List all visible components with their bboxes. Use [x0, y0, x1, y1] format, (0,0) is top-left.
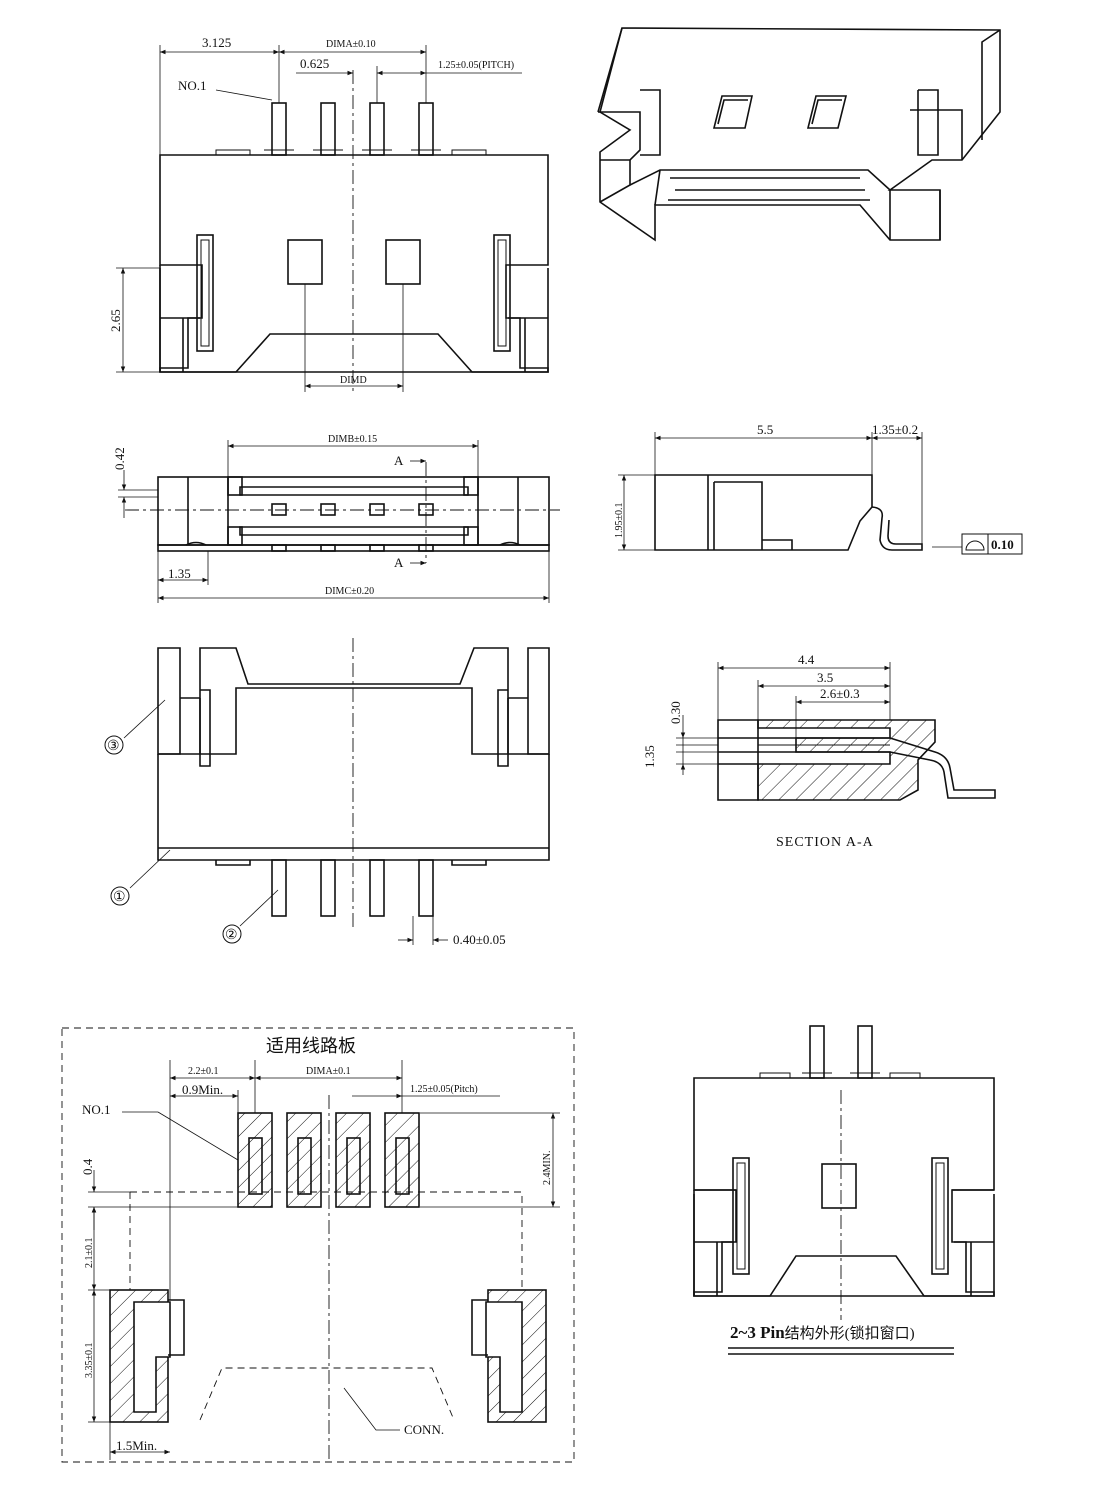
- variant-caption: 2~3 Pin结构外形(锁扣窗口): [730, 1323, 915, 1342]
- isometric-view: [597, 27, 1001, 242]
- pin1-label: NO.1: [178, 78, 207, 93]
- dim-135-side: 1.35±0.2: [872, 422, 918, 437]
- dim-b: DIMB±0.15: [328, 434, 377, 445]
- dim-26: 2.6±0.3: [820, 686, 860, 701]
- dim-030: 0.30: [668, 701, 683, 724]
- dim-0625: 0.625: [300, 56, 329, 71]
- dim-15: 1.5Min.: [116, 1438, 157, 1453]
- dim-22: 2.2±0.1: [188, 1066, 219, 1077]
- dim-55: 5.5: [757, 422, 773, 437]
- dim-335: 3.35±0.1: [84, 1343, 95, 1379]
- dim-44: 4.4: [798, 652, 815, 667]
- variant-view: [693, 1025, 995, 1355]
- pcb-dim-pitch: 1.25±0.05(Pitch): [410, 1084, 478, 1095]
- callout-2: ②: [225, 928, 238, 943]
- section-view: [676, 662, 996, 801]
- section-mark-top: A: [394, 453, 404, 468]
- side-view: [618, 432, 1023, 555]
- section-mark-bottom: A: [394, 555, 404, 570]
- dim-040: 0.40±0.05: [453, 932, 506, 947]
- dim-04: 0.4: [80, 1158, 95, 1175]
- section-title: SECTION A-A: [776, 835, 874, 850]
- pcb-dim-a: DIMA±0.1: [306, 1066, 351, 1077]
- conn-label: CONN.: [404, 1422, 444, 1437]
- pcb-title: 适用线路板: [266, 1036, 356, 1056]
- dim-042: 0.42: [112, 447, 127, 470]
- callout-1: ①: [113, 890, 126, 905]
- pcb-layout: [61, 1027, 575, 1463]
- pin-word: Pin: [760, 1323, 785, 1342]
- top-view: [123, 638, 550, 945]
- dim-35: 3.5: [817, 670, 833, 685]
- dim-21: 2.1±0.1: [84, 1238, 95, 1269]
- pcb-pin1: NO.1: [82, 1102, 111, 1117]
- dim-135-section: 1.35: [642, 745, 657, 768]
- dim-09: 0.9Min.: [182, 1082, 223, 1097]
- bottom-view: [118, 440, 560, 603]
- dim-pitch: 1.25±0.05(PITCH): [438, 60, 514, 71]
- dim-195: 1.95±0.1: [614, 503, 625, 539]
- dim-3125: 3.125: [202, 35, 231, 50]
- dim-265: 2.65: [108, 309, 123, 332]
- flatness-value: 0.10: [991, 537, 1014, 552]
- dim-d: DIMD: [340, 375, 367, 386]
- front-view: [116, 45, 549, 395]
- dim-135-bottom: 1.35: [168, 566, 191, 581]
- callout-3: ③: [107, 739, 120, 754]
- caption-cn: 结构外形(锁扣窗口): [785, 1324, 915, 1342]
- dim-24: 2.4MIN.: [542, 1151, 553, 1185]
- pin-range: 2~3: [730, 1323, 760, 1342]
- dim-a: DIMA±0.10: [326, 39, 376, 50]
- dim-c: DIMC±0.20: [325, 586, 374, 597]
